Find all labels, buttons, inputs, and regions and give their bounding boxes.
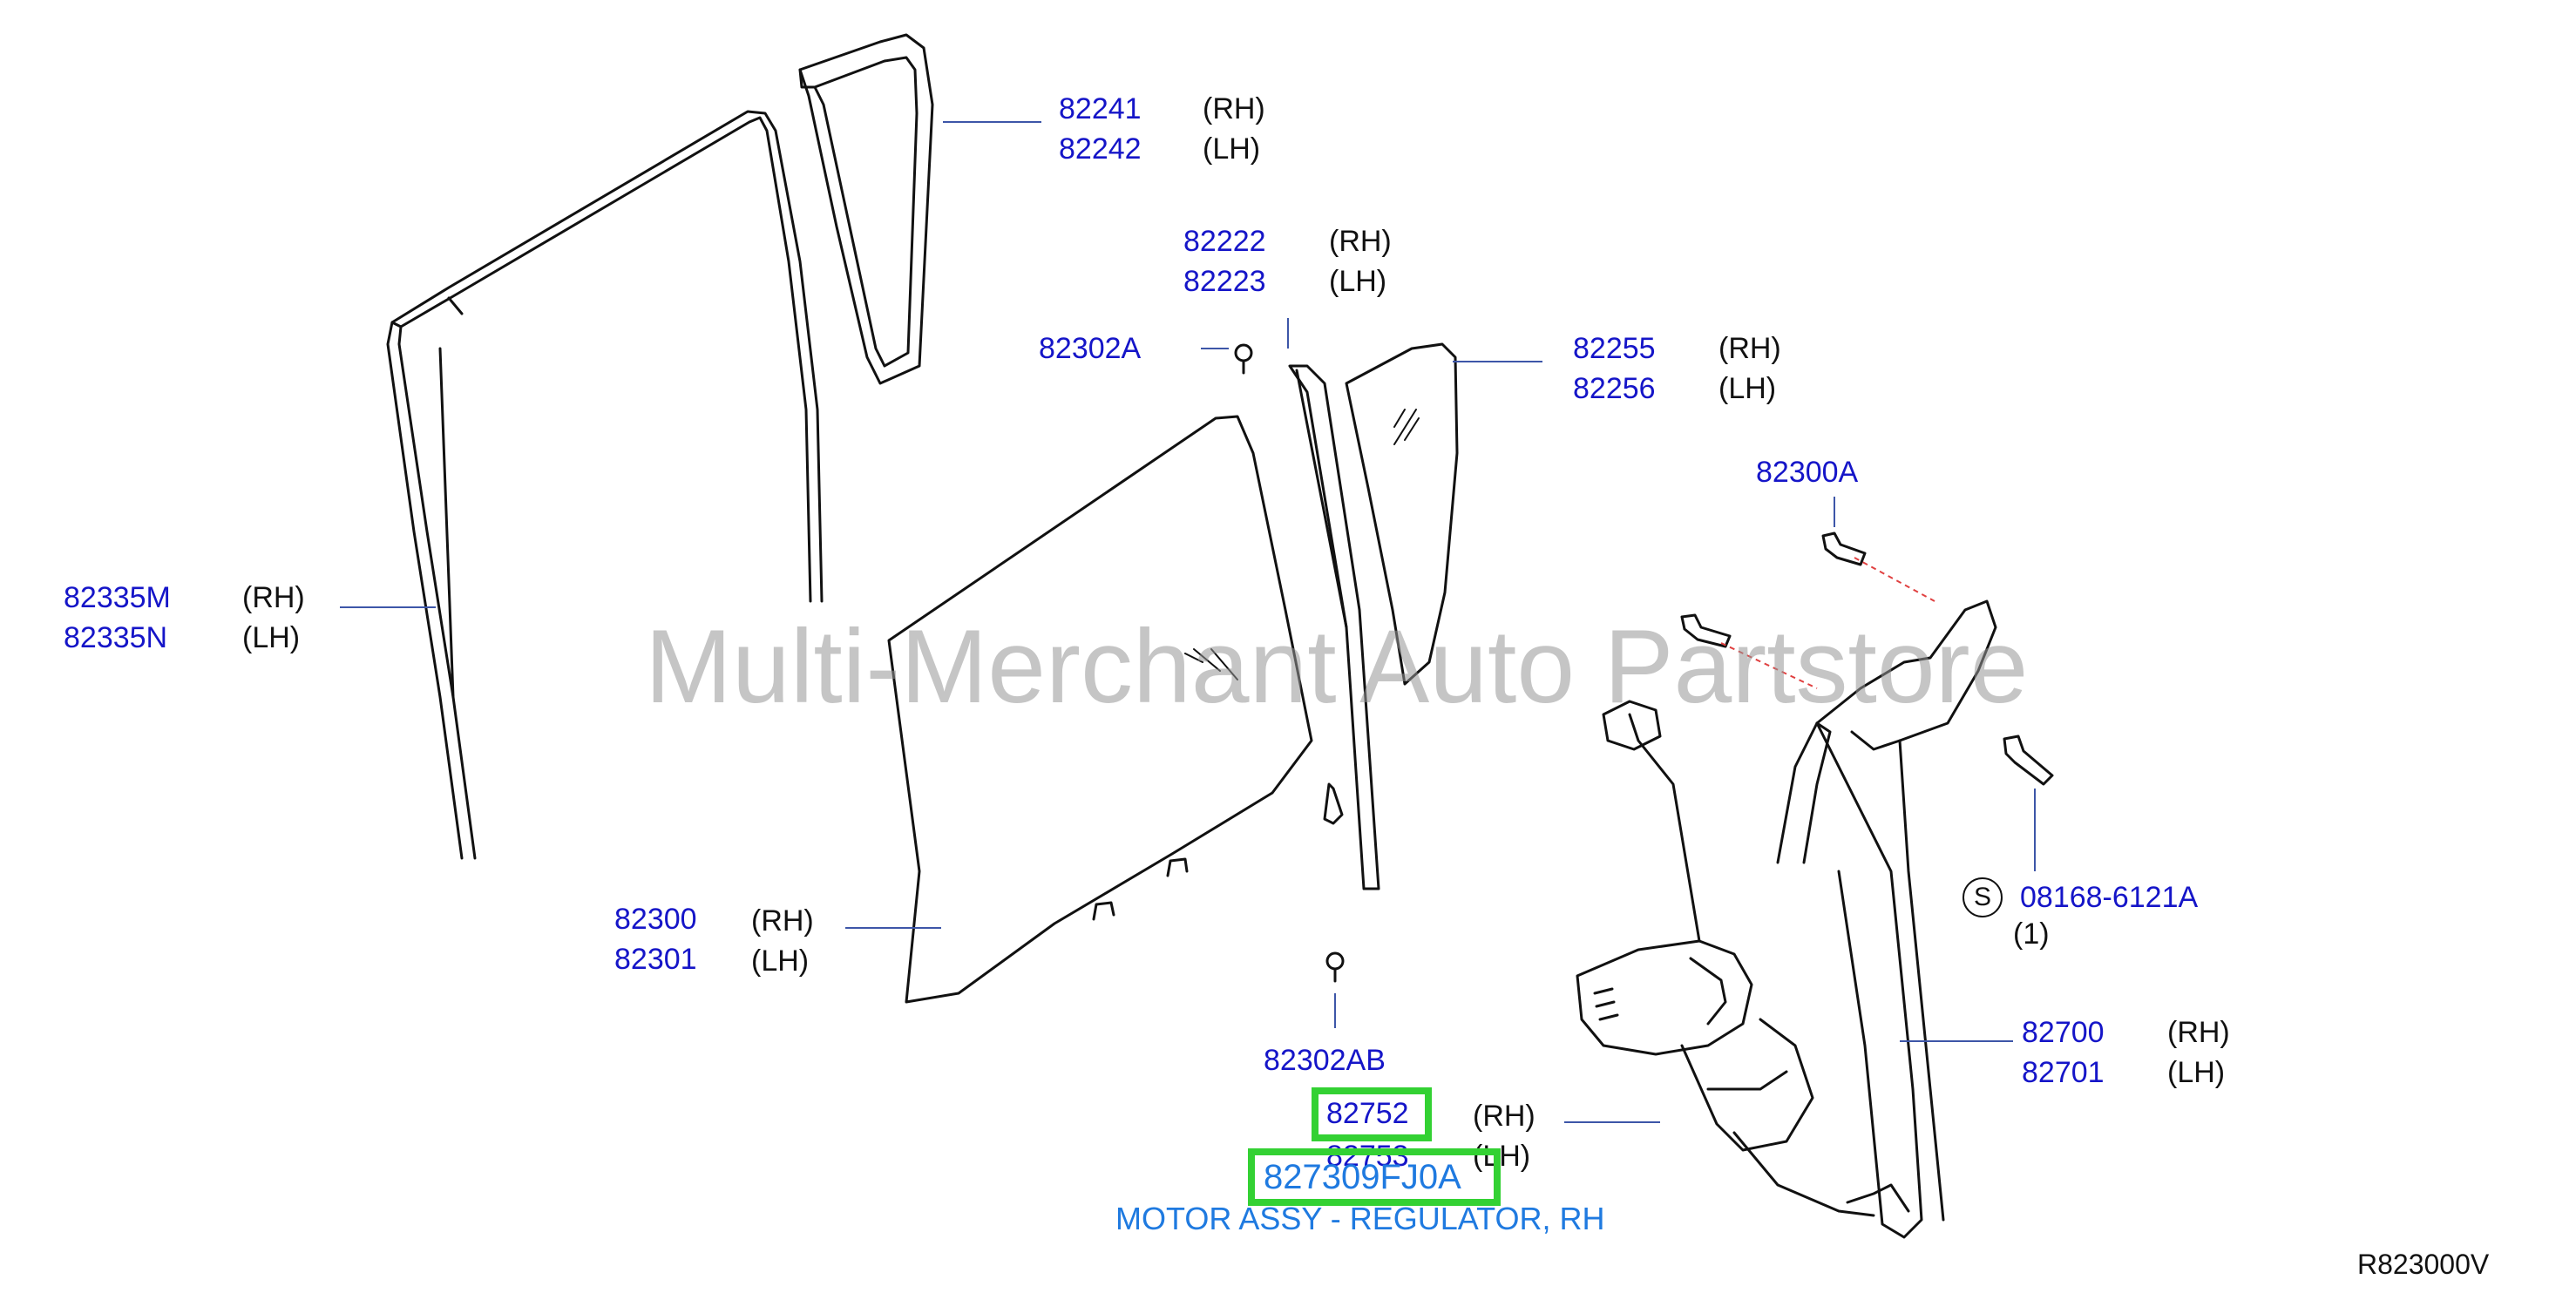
door-glass-drawing xyxy=(887,415,1313,1004)
highlight-box-part-number xyxy=(1248,1148,1501,1206)
part-number-82222[interactable]: 82222 xyxy=(1183,225,1266,258)
part-number-82302AB[interactable]: 82302AB xyxy=(1264,1044,1386,1077)
part-number-82301[interactable]: 82301 xyxy=(614,943,697,976)
standard-part-badge: S xyxy=(1963,877,2003,917)
part-number-82335N[interactable]: 82335N xyxy=(64,621,168,654)
watermark: Multi-Merchant Auto Partstore xyxy=(645,608,2029,725)
part-number-82255[interactable]: 82255 xyxy=(1573,332,1656,365)
regulator-motor-drawing xyxy=(1576,700,1875,1217)
highlighted-part-number[interactable]: 827309FJ0A xyxy=(1264,1158,1461,1196)
lh-tag: (LH) xyxy=(242,621,301,654)
part-number-82752[interactable]: 82752 xyxy=(1326,1097,1409,1130)
part-number-82300A[interactable]: 82300A xyxy=(1756,456,1859,489)
rear-sash-drawing xyxy=(1288,364,1380,890)
rh-tag: (RH) xyxy=(751,904,814,938)
part-number-82753[interactable]: 82753 xyxy=(1326,1140,1409,1173)
diagram-reference: R823000V xyxy=(2357,1249,2490,1280)
part-number-82302A[interactable]: 82302A xyxy=(1039,332,1142,365)
rh-tag: (RH) xyxy=(242,581,305,614)
rh-tag: (RH) xyxy=(1473,1100,1535,1133)
part-number-82223[interactable]: 82223 xyxy=(1183,265,1266,298)
lh-tag: (LH) xyxy=(1329,265,1387,298)
leader-lines xyxy=(340,121,2036,1123)
quarter-glass-drawing xyxy=(1345,342,1459,686)
rh-tag: (RH) xyxy=(1329,225,1392,258)
lh-tag: (LH) xyxy=(1473,1140,1531,1173)
part-number-82242[interactable]: 82242 xyxy=(1059,132,1142,166)
window-regulator-drawing xyxy=(1776,599,1997,1239)
part-number-82256[interactable]: 82256 xyxy=(1573,372,1656,405)
part-number-82300[interactable]: 82300 xyxy=(614,903,697,936)
lh-tag: (LH) xyxy=(1718,372,1777,405)
lh-tag: (LH) xyxy=(751,944,810,978)
part-number-82700[interactable]: 82700 xyxy=(2022,1016,2105,1049)
rh-tag: (RH) xyxy=(1203,92,1265,125)
rh-tag: (RH) xyxy=(1718,332,1781,365)
highlight-box-82752 xyxy=(1312,1087,1432,1141)
fasteners-drawing xyxy=(1234,343,2054,983)
part-number-82241[interactable]: 82241 xyxy=(1059,92,1142,125)
lh-tag: (LH) xyxy=(1203,132,1261,166)
sash-seal-drawing xyxy=(798,33,934,385)
dashed-leaders xyxy=(1720,557,1935,689)
lh-tag: (LH) xyxy=(2167,1056,2226,1089)
rh-tag: (RH) xyxy=(2167,1016,2230,1049)
part-number-82701[interactable]: 82701 xyxy=(2022,1056,2105,1089)
part-description: MOTOR ASSY - REGULATOR, RH xyxy=(1115,1201,1605,1236)
part-number-82335M[interactable]: 82335M xyxy=(64,581,171,614)
glass-run-channel-drawing xyxy=(386,110,824,860)
part-number-08168-6121A[interactable]: 08168-6121A xyxy=(2020,881,2199,914)
quantity-label: (1) xyxy=(2013,917,2050,951)
